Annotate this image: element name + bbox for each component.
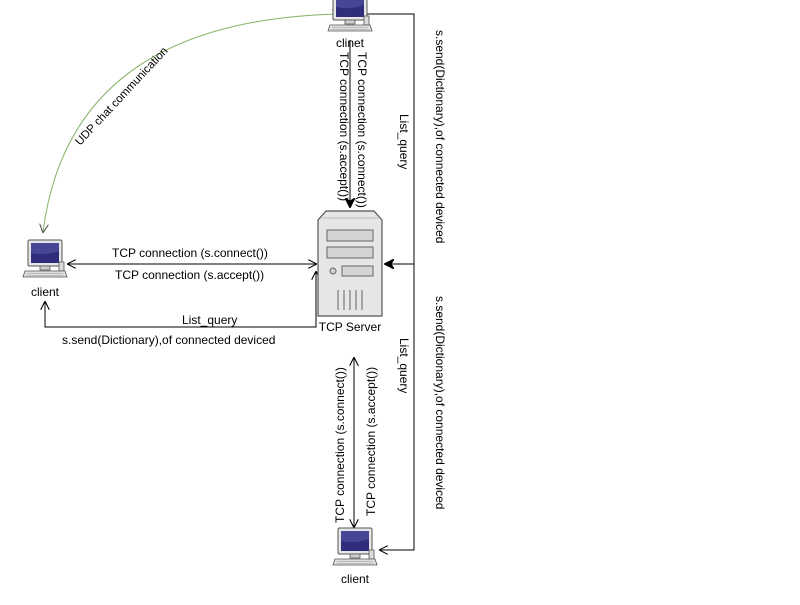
bottom-client-label: client bbox=[341, 572, 370, 586]
computer-icon bbox=[22, 239, 68, 278]
computer-icon bbox=[332, 527, 378, 566]
top-list-query-label: List_query bbox=[397, 114, 411, 169]
bottom-list-query-label: List_query bbox=[397, 338, 411, 393]
top-client-node[interactable]: clinet bbox=[327, 0, 373, 50]
tcp-server-label: TCP Server bbox=[319, 320, 381, 334]
left-client-label: client bbox=[31, 285, 60, 299]
bottom-send-dict-label: s.send(Dictionary),of connected deviced bbox=[433, 296, 447, 509]
left-client-node[interactable]: client bbox=[22, 239, 68, 299]
left-connect-label: TCP connection (s.connect()) bbox=[112, 246, 268, 260]
bottom-connect-label: TCP connection (s.connect()) bbox=[333, 367, 347, 523]
bottom-accept-label: TCP connection (s.accept()) bbox=[364, 367, 378, 516]
left-send-dict-label: s.send(Dictionary),of connected deviced bbox=[62, 333, 275, 347]
top-accept-label: TCP connection (s.accept()) bbox=[337, 52, 351, 201]
left-list-query-edge bbox=[45, 272, 316, 328]
bottom-list-query-edge bbox=[380, 263, 415, 550]
tcp-server-node[interactable]: TCP Server bbox=[317, 210, 383, 334]
left-list-query-label: List_query bbox=[182, 313, 237, 327]
udp-chat-edge bbox=[43, 14, 340, 232]
top-connect-label: TCP connection (s.connect()) bbox=[355, 52, 369, 208]
server-tower-icon bbox=[317, 210, 383, 317]
udp-chat-label: UDP chat communication bbox=[73, 45, 170, 148]
computer-icon bbox=[327, 0, 373, 32]
bottom-client-node[interactable]: client bbox=[332, 527, 378, 586]
top-client-label: clinet bbox=[336, 36, 365, 50]
top-send-dict-label: s.send(Dictionary),of connected deviced bbox=[433, 30, 447, 243]
left-accept-label: TCP connection (s.accept()) bbox=[115, 268, 264, 282]
